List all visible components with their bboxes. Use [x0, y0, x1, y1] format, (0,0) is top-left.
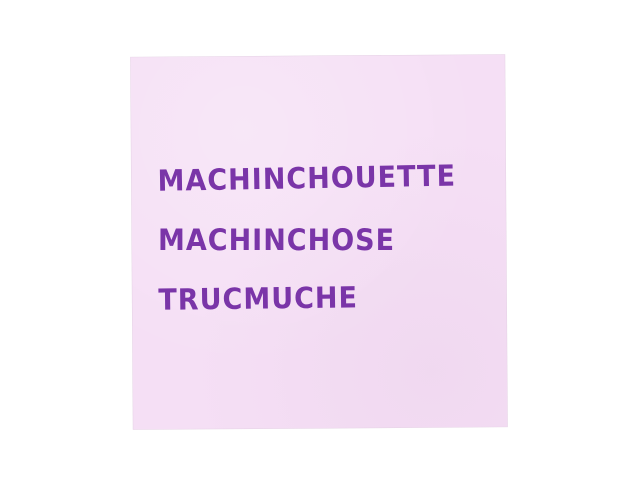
- handwritten-line-machinchose: MACHINCHOSE: [157, 223, 396, 258]
- handwritten-line-machinchouette: MACHINCHOUETTE: [157, 159, 457, 199]
- sticky-note: MACHINCHOUETTE MACHINCHOSE TRUCMUCHE: [130, 54, 508, 430]
- handwritten-line-trucmuche: TRUCMUCHE: [158, 281, 359, 318]
